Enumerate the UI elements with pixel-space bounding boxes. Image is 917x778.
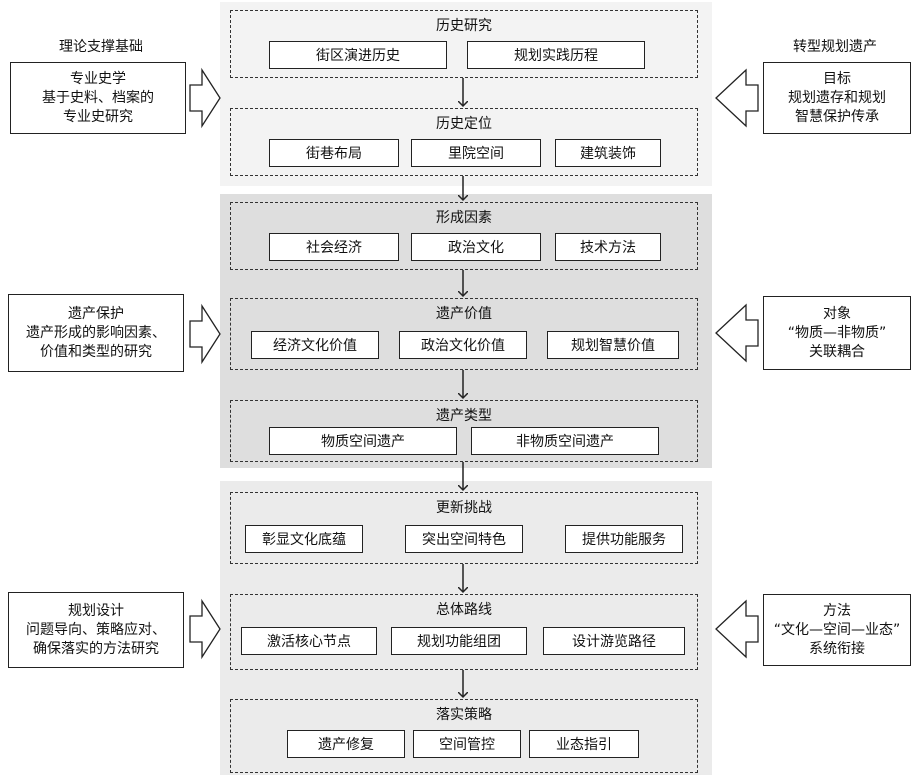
- item-nonmaterial-heritage: 非物质空间遗产: [471, 427, 659, 455]
- section-title: 历史定位: [436, 116, 492, 132]
- item-planning-wisdom-value: 规划智慧价值: [547, 331, 679, 359]
- item-heritage-restoration: 遗产修复: [287, 730, 405, 758]
- item-block-evolution: 街区演进历史: [269, 41, 447, 69]
- left-box-line: 问题导向、策略应对、: [26, 621, 166, 638]
- item-building-decoration: 建筑装饰: [555, 139, 661, 167]
- right-box-line: 智慧保护传承: [795, 108, 879, 125]
- right-box-line: 关联耦合: [809, 343, 865, 360]
- right-box-line: 系统衔接: [809, 640, 865, 657]
- right-hollow-arrow-icon: [715, 68, 759, 128]
- item-economic-cultural-value: 经济文化价值: [251, 331, 379, 359]
- right-box-goal: 目标 规划遗存和规划 智慧保护传承: [763, 62, 911, 134]
- item-spatial-feature: 突出空间特色: [405, 525, 523, 553]
- left-box-heritage-protection: 遗产保护 遗产形成的影响因素、 价值和类型的研究: [8, 294, 184, 372]
- right-header: 转型规划遗产: [793, 39, 877, 55]
- section-title: 形成因素: [436, 210, 492, 226]
- left-box-line: 基于史料、档案的: [42, 89, 154, 106]
- item-business-guidance: 业态指引: [529, 730, 639, 758]
- left-hollow-arrow-icon: [189, 303, 221, 365]
- section-heritage-value: 遗产价值 经济文化价值 政治文化价值 规划智慧价值: [230, 298, 698, 370]
- item-function-clusters: 规划功能组团: [391, 627, 527, 655]
- left-box-line: 遗产保护: [68, 305, 124, 322]
- left-box-line: 规划设计: [68, 602, 124, 619]
- item-courtyard-space: 里院空间: [411, 139, 541, 167]
- right-box-line: 对象: [823, 305, 851, 322]
- left-box-line: 专业史学: [70, 70, 126, 87]
- left-box-line: 价值和类型的研究: [40, 343, 152, 360]
- item-tour-paths: 设计游览路径: [543, 627, 685, 655]
- item-political-culture: 政治文化: [411, 233, 541, 261]
- section-title: 历史研究: [436, 18, 492, 34]
- left-hollow-arrow-icon: [189, 598, 221, 660]
- right-hollow-arrow-icon: [715, 303, 759, 363]
- left-box-professional-history: 专业史学 基于史料、档案的 专业史研究: [10, 62, 186, 134]
- right-box-line: 方法: [823, 602, 851, 619]
- left-box-line: 专业史研究: [63, 108, 133, 125]
- right-box-line: “物质—非物质”: [787, 324, 887, 341]
- item-planning-practice: 规划实践历程: [467, 41, 645, 69]
- item-space-control: 空间管控: [413, 730, 521, 758]
- section-title: 落实策略: [436, 707, 492, 723]
- item-political-cultural-value: 政治文化价值: [399, 331, 527, 359]
- right-box-line: 目标: [823, 70, 851, 87]
- section-renewal-challenge: 更新挑战 彰显文化底蕴 突出空间特色 提供功能服务: [230, 492, 698, 564]
- right-box-object: 对象 “物质—非物质” 关联耦合: [763, 296, 911, 370]
- left-box-line: 遗产形成的影响因素、: [26, 324, 166, 341]
- right-box-line: “文化—空间—业态”: [773, 621, 901, 638]
- left-header: 理论支撑基础: [59, 39, 143, 55]
- section-history-research: 历史研究 街区演进历史 规划实践历程: [230, 10, 698, 78]
- item-material-heritage: 物质空间遗产: [269, 427, 457, 455]
- left-box-line: 确保落实的方法研究: [33, 640, 159, 657]
- section-history-position: 历史定位 街巷布局 里院空间 建筑装饰: [230, 108, 698, 176]
- section-title: 遗产价值: [436, 306, 492, 322]
- left-box-planning-design: 规划设计 问题导向、策略应对、 确保落实的方法研究: [8, 592, 184, 668]
- section-formation-factors: 形成因素 社会经济 政治文化 技术方法: [230, 202, 698, 270]
- item-activate-nodes: 激活核心节点: [241, 627, 377, 655]
- section-title: 总体路线: [436, 602, 492, 618]
- section-title: 更新挑战: [436, 500, 492, 516]
- section-implementation: 落实策略 遗产修复 空间管控 业态指引: [230, 699, 698, 773]
- right-box-line: 规划遗存和规划: [788, 89, 886, 106]
- section-title: 遗产类型: [436, 408, 492, 424]
- right-hollow-arrow-icon: [715, 599, 759, 659]
- right-box-method: 方法 “文化—空间—业态” 系统衔接: [763, 594, 911, 666]
- item-social-economy: 社会经济: [269, 233, 399, 261]
- item-function-service: 提供功能服务: [565, 525, 683, 553]
- left-hollow-arrow-icon: [189, 67, 221, 129]
- item-technical-method: 技术方法: [555, 233, 661, 261]
- section-heritage-type: 遗产类型 物质空间遗产 非物质空间遗产: [230, 400, 698, 462]
- section-overall-route: 总体路线 激活核心节点 规划功能组团 设计游览路径: [230, 594, 698, 670]
- item-street-layout: 街巷布局: [269, 139, 399, 167]
- item-cultural-heritage-highlight: 彰显文化底蕴: [245, 525, 363, 553]
